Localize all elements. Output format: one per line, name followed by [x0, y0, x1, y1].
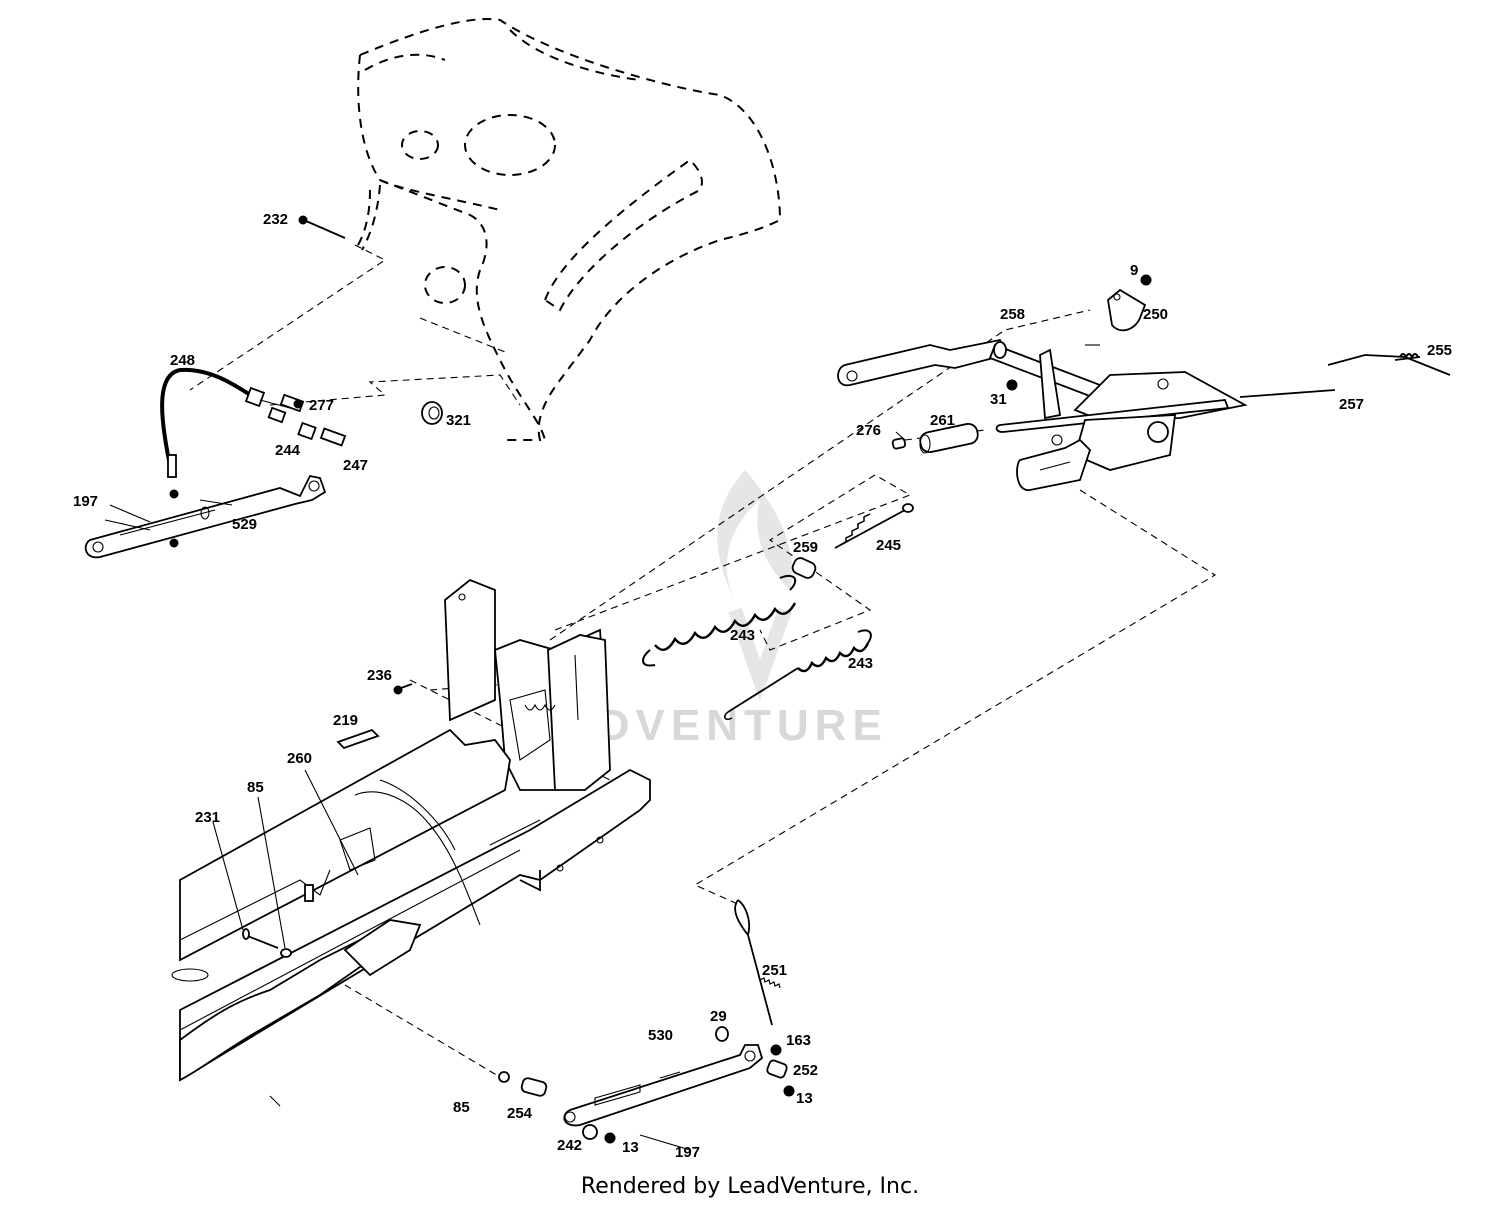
callout-276: 276: [856, 422, 881, 439]
callout-197-lower: 197: [675, 1144, 700, 1161]
screw-232: [298, 215, 346, 239]
callout-258: 258: [1000, 306, 1025, 323]
callout-29: 29: [710, 1008, 727, 1025]
bolt-231: [242, 928, 292, 958]
frame-upright: [444, 578, 611, 791]
callout-163: 163: [786, 1032, 811, 1049]
callout-254: 254: [507, 1105, 533, 1122]
callout-530: 530: [648, 1027, 673, 1044]
callout-247: 247: [343, 457, 368, 474]
callout-252: 252: [793, 1062, 818, 1079]
callout-255: 255: [1427, 342, 1452, 359]
callout-257: 257: [1339, 396, 1364, 413]
callout-251: 251: [762, 962, 787, 979]
frame-rails: [171, 728, 651, 1082]
watermark: ADVENTURE: [560, 470, 888, 750]
callout-leaders: [109, 344, 1100, 1151]
callout-529: 529: [232, 516, 257, 533]
callout-13-lower: 13: [622, 1139, 639, 1156]
rod-255-257: [1239, 353, 1451, 398]
callout-197-upper: 197: [73, 493, 98, 510]
callout-321: 321: [446, 412, 471, 429]
bolt-245: [791, 503, 914, 579]
arm-258: [837, 338, 1102, 400]
spring-243-a: [642, 574, 797, 667]
callout-244: 244: [275, 442, 301, 459]
clamp-250: [1107, 274, 1152, 332]
callout-245: 245: [876, 537, 901, 554]
hardware-277-244-247: [267, 393, 347, 447]
callout-277: 277: [309, 397, 334, 414]
lift-assembly: [995, 348, 1248, 491]
callout-250: 250: [1143, 306, 1168, 323]
callout-232: 232: [263, 211, 288, 228]
callout-260: 260: [287, 750, 312, 767]
hood-outline: [354, 18, 782, 441]
callout-261: 261: [930, 412, 955, 429]
rod-251: [734, 899, 781, 1026]
hardware-236-219: [336, 683, 413, 750]
callout-31: 31: [990, 391, 1007, 408]
callout-9: 9: [1130, 262, 1138, 279]
cable-248: [160, 367, 291, 478]
bushing-276-261: [891, 422, 979, 454]
hardware-29-163-252-13: [715, 1026, 795, 1097]
callout-236: 236: [367, 667, 392, 684]
callout-219: 219: [333, 712, 358, 729]
callout-242: 242: [557, 1137, 582, 1154]
callout-85-upper: 85: [247, 779, 264, 796]
plug-321: [421, 401, 443, 425]
callout-243-b: 243: [848, 655, 873, 672]
callout-13-right: 13: [796, 1090, 813, 1107]
callout-labels: 232 248 277 244 247 321 197 529 9 250 25…: [73, 211, 1452, 1161]
watermark-text: ADVENTURE: [560, 701, 888, 750]
lever-530: [563, 1044, 764, 1127]
callout-259: 259: [793, 539, 818, 556]
spring-243-b: [724, 629, 872, 721]
callout-85-lower: 85: [453, 1099, 470, 1116]
callout-243-a: 243: [730, 627, 755, 644]
hardware-85-254-242: [498, 1071, 616, 1144]
callout-248: 248: [170, 352, 195, 369]
callout-231: 231: [195, 809, 220, 826]
render-credit: Rendered by LeadVenture, Inc.: [580, 1174, 920, 1199]
lever-529: [84, 474, 327, 559]
